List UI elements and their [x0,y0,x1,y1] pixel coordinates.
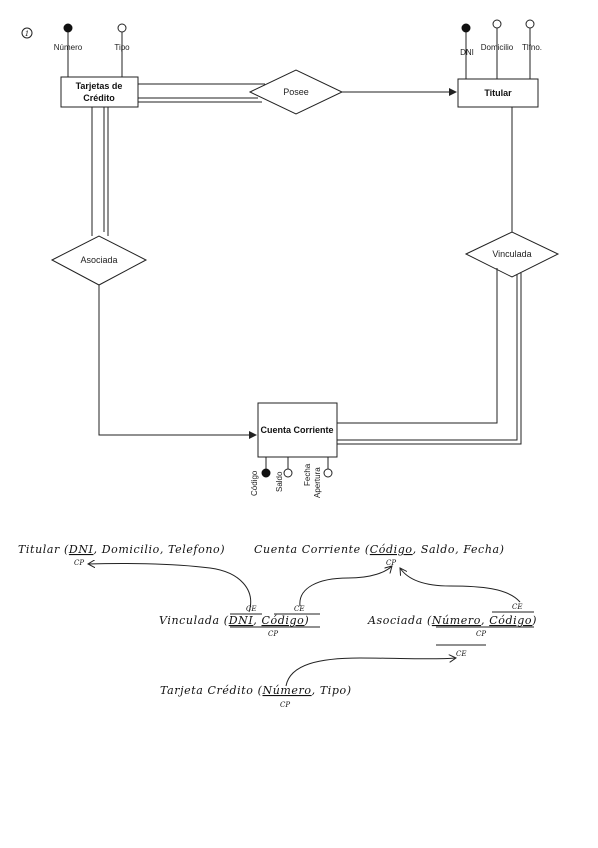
fk-arrow-numero-to-asociada [285,658,456,687]
relation-cuenta-corriente: Cuenta Corriente (Código, Saldo, Fecha) … [254,543,505,567]
relationship-label: Asociada [80,255,117,265]
primary-key: Número [261,684,311,697]
pk-tag: CP [268,630,278,638]
svg-text:Titular (DNI, Domicilio, Telef: Titular (DNI, Domicilio, Telefono) [18,543,225,556]
attr-codigo: Código [250,470,259,496]
relation-attrs: , Tipo [312,684,347,697]
entity-box [60,76,139,108]
fk-tag-2: CE [294,605,304,613]
relationship-asociada: Asociada [50,107,257,439]
entity-tarjetas-credito: Número Tipo Tarjetas de Crédito [54,23,139,108]
page-number: 1 [25,30,29,38]
attr-domicilio: Domicilio [481,43,514,52]
pk-tag: CP [386,559,396,567]
fk-tag-2: CE [512,603,522,611]
attr-fecha: Fecha [303,463,312,486]
relationship-vinculada: Vinculada [337,107,560,445]
relation-name: Asociada [367,614,423,627]
attribute-marker [492,19,502,29]
foreign-key-2: Código [489,614,532,627]
pk-tag: CP [74,559,84,567]
fk-arrow-dni-to-titular [88,563,251,613]
svg-text:Tarjeta Crédito (Número, Tipo): Tarjeta Crédito (Número, Tipo) [160,684,352,697]
relationship-label: Vinculada [492,249,531,259]
attr-saldo: Saldo [275,471,284,492]
fk-tag-1: CE [246,605,256,613]
attr-numero: Número [54,43,83,52]
relationship-label: Posee [283,87,309,97]
svg-text:Asociada (Número, Código): Asociada (Número, Código) [367,614,537,627]
page-number-badge: 1 [21,27,33,39]
attr-tipo: Tipo [114,43,130,52]
relationship-posee: Posee [138,69,457,115]
key-attribute-marker [461,23,471,33]
relation-vinculada: Vinculada (DNI, Código) CE CE CP [159,605,320,638]
relation-titular: Titular (DNI, Domicilio, Telefono) CP [18,543,225,567]
relation-name: Cuenta Corriente [254,543,361,556]
foreign-key-1: DNI [228,614,254,627]
fk-arrow-codigo-to-cuenta-2 [400,568,521,603]
entity-titular: DNI Domicilio Tlfno. Titular [457,19,542,108]
attr-apertura: Apertura [313,467,322,498]
attribute-marker [283,468,293,478]
relation-attrs: , Saldo, Fecha [413,543,500,556]
arrow-to-cuenta [98,285,257,439]
pk-tag: CP [280,701,290,709]
relation-name: Tarjeta Crédito [160,684,253,697]
entity-label-line1: Tarjetas de [76,81,123,91]
foreign-key-1: Número [431,614,481,627]
fk-tag-1: CE [456,650,466,658]
primary-key: DNI [68,543,94,556]
svg-text:Vinculada (DNI, Código): Vinculada (DNI, Código) [159,614,309,627]
relation-attrs: , Domicilio, Telefono [94,543,221,556]
foreign-key-2: Código [261,614,304,627]
attribute-marker [117,23,127,33]
attribute-marker [323,468,333,478]
key-attribute-marker [63,23,73,33]
attr-dni: DNI [460,48,474,57]
primary-key: Código [370,543,413,556]
fk-arrow-codigo-to-cuenta [299,566,392,607]
entity-box [457,78,539,108]
svg-text:Cuenta Corriente (Código, Sald: Cuenta Corriente (Código, Saldo, Fecha) [254,543,505,556]
relation-asociada: Asociada (Número, Código) CE CP CE [367,603,537,658]
attribute-marker [525,19,535,29]
entity-label: Titular [484,88,512,98]
relation-tarjeta-credito: Tarjeta Crédito (Número, Tipo) CP [160,684,352,709]
relationship-diamond [50,235,148,286]
entity-label: Cuenta Corriente [260,425,333,435]
entity-box [257,402,338,458]
relation-name: Vinculada [159,614,220,627]
pk-tag: CP [476,630,486,638]
entity-cuenta-corriente: Cuenta Corriente Código Saldo Fecha Aper… [250,402,338,498]
attr-tlfno: Tlfno. [522,43,542,52]
key-attribute-marker [261,468,271,478]
relational-model: Titular (DNI, Domicilio, Telefono) CP Cu… [18,543,537,709]
entity-label-line2: Crédito [83,93,115,103]
relation-name: Titular [18,543,60,556]
